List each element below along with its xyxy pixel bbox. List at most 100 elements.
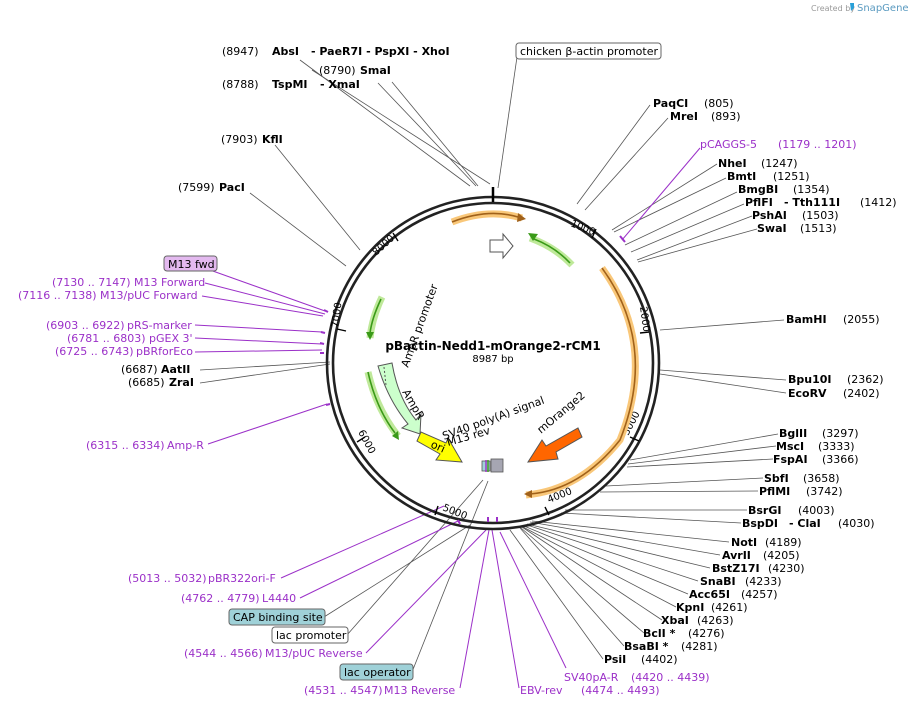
lac-promoter-box[interactable] — [271, 626, 349, 644]
primer-label-pcaggs5[interactable]: pCAGGS-5 — [700, 138, 757, 151]
sv40-polya-box[interactable] — [490, 458, 504, 473]
site-name-bspdi[interactable]: BspDI — [742, 517, 778, 530]
primer-label-pbrforeco[interactable]: pBRforEco — [136, 345, 193, 358]
feature-label-ampr-promoter: AmpR promoter — [399, 282, 441, 369]
site-name-pshai[interactable]: PshAI — [752, 209, 787, 222]
lac-operator-box[interactable] — [339, 663, 414, 681]
site-pos-pflmi: (3742) — [806, 485, 843, 498]
m13-fwd-box[interactable] — [163, 255, 218, 272]
site-name-sbfi[interactable]: SbfI — [764, 472, 789, 485]
site-pos-bpu10i: (2362) — [847, 373, 884, 386]
site-pos-msci: (3333) — [818, 440, 855, 453]
primer-label-sv40pa-r[interactable]: SV40pA-R — [564, 671, 619, 684]
site-extra-pflfi[interactable]: - Tth111I — [784, 196, 840, 209]
site-name-bcli[interactable]: BclI * — [643, 627, 676, 640]
m13-fwd-label: M13 fwd — [168, 258, 215, 271]
primer-range-prs-marker: (6903 .. 6922) — [46, 319, 125, 332]
site-name-pflmi[interactable]: PflMI — [759, 485, 790, 498]
feature-arcs — [364, 210, 639, 499]
site-name-smai[interactable]: SmaI — [360, 64, 391, 77]
cap-binding-site-box[interactable] — [228, 608, 326, 626]
primer-range-m13puc-reverse: (4544 .. 4566) — [184, 647, 263, 660]
primer-range-m13-reverse: (4531 .. 4547) — [304, 684, 383, 697]
tick-label-2000: 2000 — [637, 306, 651, 333]
primer-range-sv40pa-r: (4420 .. 4439) — [631, 671, 710, 684]
primer-label-pbr322ori-f[interactable]: pBR322ori-F — [208, 572, 276, 585]
primer-label-pgex3[interactable]: pGEX 3' — [149, 332, 193, 345]
site-name-paqci[interactable]: PaqCI — [653, 97, 688, 110]
site-pos-smai: (8790) — [319, 64, 356, 77]
site-extra-bspdi[interactable]: - ClaI — [789, 517, 821, 530]
site-extra-tspmi[interactable]: - XmaI — [320, 78, 360, 91]
site-name-msci[interactable]: MscI — [776, 440, 804, 453]
site-name-swai[interactable]: SwaI — [757, 222, 787, 235]
primer-range-amp-r: (6315 .. 6334) — [86, 439, 165, 452]
site-name-paci[interactable]: PacI — [219, 181, 245, 194]
primer-range-pcaggs5: (1179 .. 1201) — [778, 138, 857, 151]
credit-text: Created by — [811, 4, 855, 13]
site-pos-kpni: (4261) — [711, 601, 748, 614]
chicken-promoter-label-box[interactable] — [515, 42, 662, 60]
site-pos-avrii: (4205) — [763, 549, 800, 562]
site-name-krei[interactable]: MreI — [670, 110, 698, 123]
primer-range-l4440: (4762 .. 4779) — [181, 592, 260, 605]
site-name-noti[interactable]: NotI — [731, 536, 757, 549]
site-pos-snabi: (4233) — [745, 575, 782, 588]
site-pos-tspmi: (8788) — [222, 78, 259, 91]
primer-label-m13puc-reverse[interactable]: M13/pUC Reverse — [265, 647, 363, 660]
primer-range-m13-forward: (7130 .. 7147) — [52, 276, 131, 289]
site-extra-absi[interactable]: - PaeR7I - PspXI - XhoI — [311, 45, 450, 58]
site-name-bsrgi[interactable]: BsrGI — [748, 504, 781, 517]
chicken-promoter-arrow[interactable] — [489, 232, 514, 260]
site-name-bpu10i[interactable]: Bpu10I — [788, 373, 832, 386]
site-pos-bglii: (3297) — [822, 427, 859, 440]
site-name-avrii[interactable]: AvrII — [722, 549, 751, 562]
primer-range-ebv-rev: (4474 .. 4493) — [581, 684, 660, 697]
site-name-bglii[interactable]: BglII — [779, 427, 807, 440]
site-name-absi[interactable]: AbsI — [272, 45, 299, 58]
morange2-arrow[interactable] — [527, 427, 583, 463]
site-pos-bmgbi: (1354) — [793, 183, 830, 196]
backbone-inner — [331, 201, 655, 525]
site-name-tspmi[interactable]: TspMI — [272, 78, 308, 91]
site-pos-psii: (4402) — [641, 653, 678, 666]
primer-label-prs-marker[interactable]: pRS-marker — [127, 319, 192, 332]
site-pos-kfli: (7903) — [221, 133, 258, 146]
primer-label-m13-reverse[interactable]: M13 Reverse — [384, 684, 455, 697]
site-name-kpni[interactable]: KpnI — [676, 601, 704, 614]
site-pos-pflfi: (1412) — [860, 196, 897, 209]
site-pos-bmti: (1251) — [773, 170, 810, 183]
site-name-kfli[interactable]: KflI — [262, 133, 283, 146]
primer-label-m13puc-forward[interactable]: M13/pUC Forward — [100, 289, 198, 302]
ori-arrow[interactable] — [416, 431, 463, 463]
site-name-psii[interactable]: PsiI — [604, 653, 626, 666]
site-name-snabi[interactable]: SnaBI — [700, 575, 736, 588]
site-name-aatii[interactable]: AatII — [161, 363, 190, 376]
site-name-bamhi[interactable]: BamHI — [786, 313, 827, 326]
cap-binding-site-label: CAP binding site — [233, 611, 323, 624]
primer-label-l4440[interactable]: L4440 — [262, 592, 296, 605]
primer-label-amp-r[interactable]: Amp-R — [167, 439, 204, 452]
primer-label-m13-forward[interactable]: M13 Forward — [134, 276, 205, 289]
site-name-pflfi[interactable]: PflFI — [745, 196, 773, 209]
site-name-zrai[interactable]: ZraI — [169, 376, 194, 389]
snapgene-logo-icon — [850, 3, 854, 11]
site-name-acc65i[interactable]: Acc65I — [689, 588, 730, 601]
site-pos-swai: (1513) — [800, 222, 837, 235]
site-pos-ecorv: (2402) — [843, 387, 880, 400]
plasmid-name: pBactin-Nedd1-mOrange2-rCM1 — [385, 339, 600, 353]
site-name-bmti[interactable]: BmtI — [727, 170, 756, 183]
primer-label-ebv-rev[interactable]: EBV-rev — [520, 684, 563, 697]
site-name-nhei[interactable]: NheI — [718, 157, 747, 170]
site-name-bsabi[interactable]: BsaBI * — [624, 640, 669, 653]
site-name-xbai[interactable]: XbaI — [661, 614, 689, 627]
site-name-fspai[interactable]: FspAI — [773, 453, 808, 466]
site-name-bstz17i[interactable]: BstZ17I — [712, 562, 760, 575]
feature-label-morange2: mOrange2 — [535, 389, 588, 436]
site-name-ecorv[interactable]: EcoRV — [788, 387, 827, 400]
tick-label-1000: 1000 — [569, 219, 597, 239]
site-name-bmgbi[interactable]: BmgBI — [738, 183, 778, 196]
site-pos-bstz17i: (4230) — [768, 562, 805, 575]
credit-brand: SnapGene — [857, 3, 908, 14]
